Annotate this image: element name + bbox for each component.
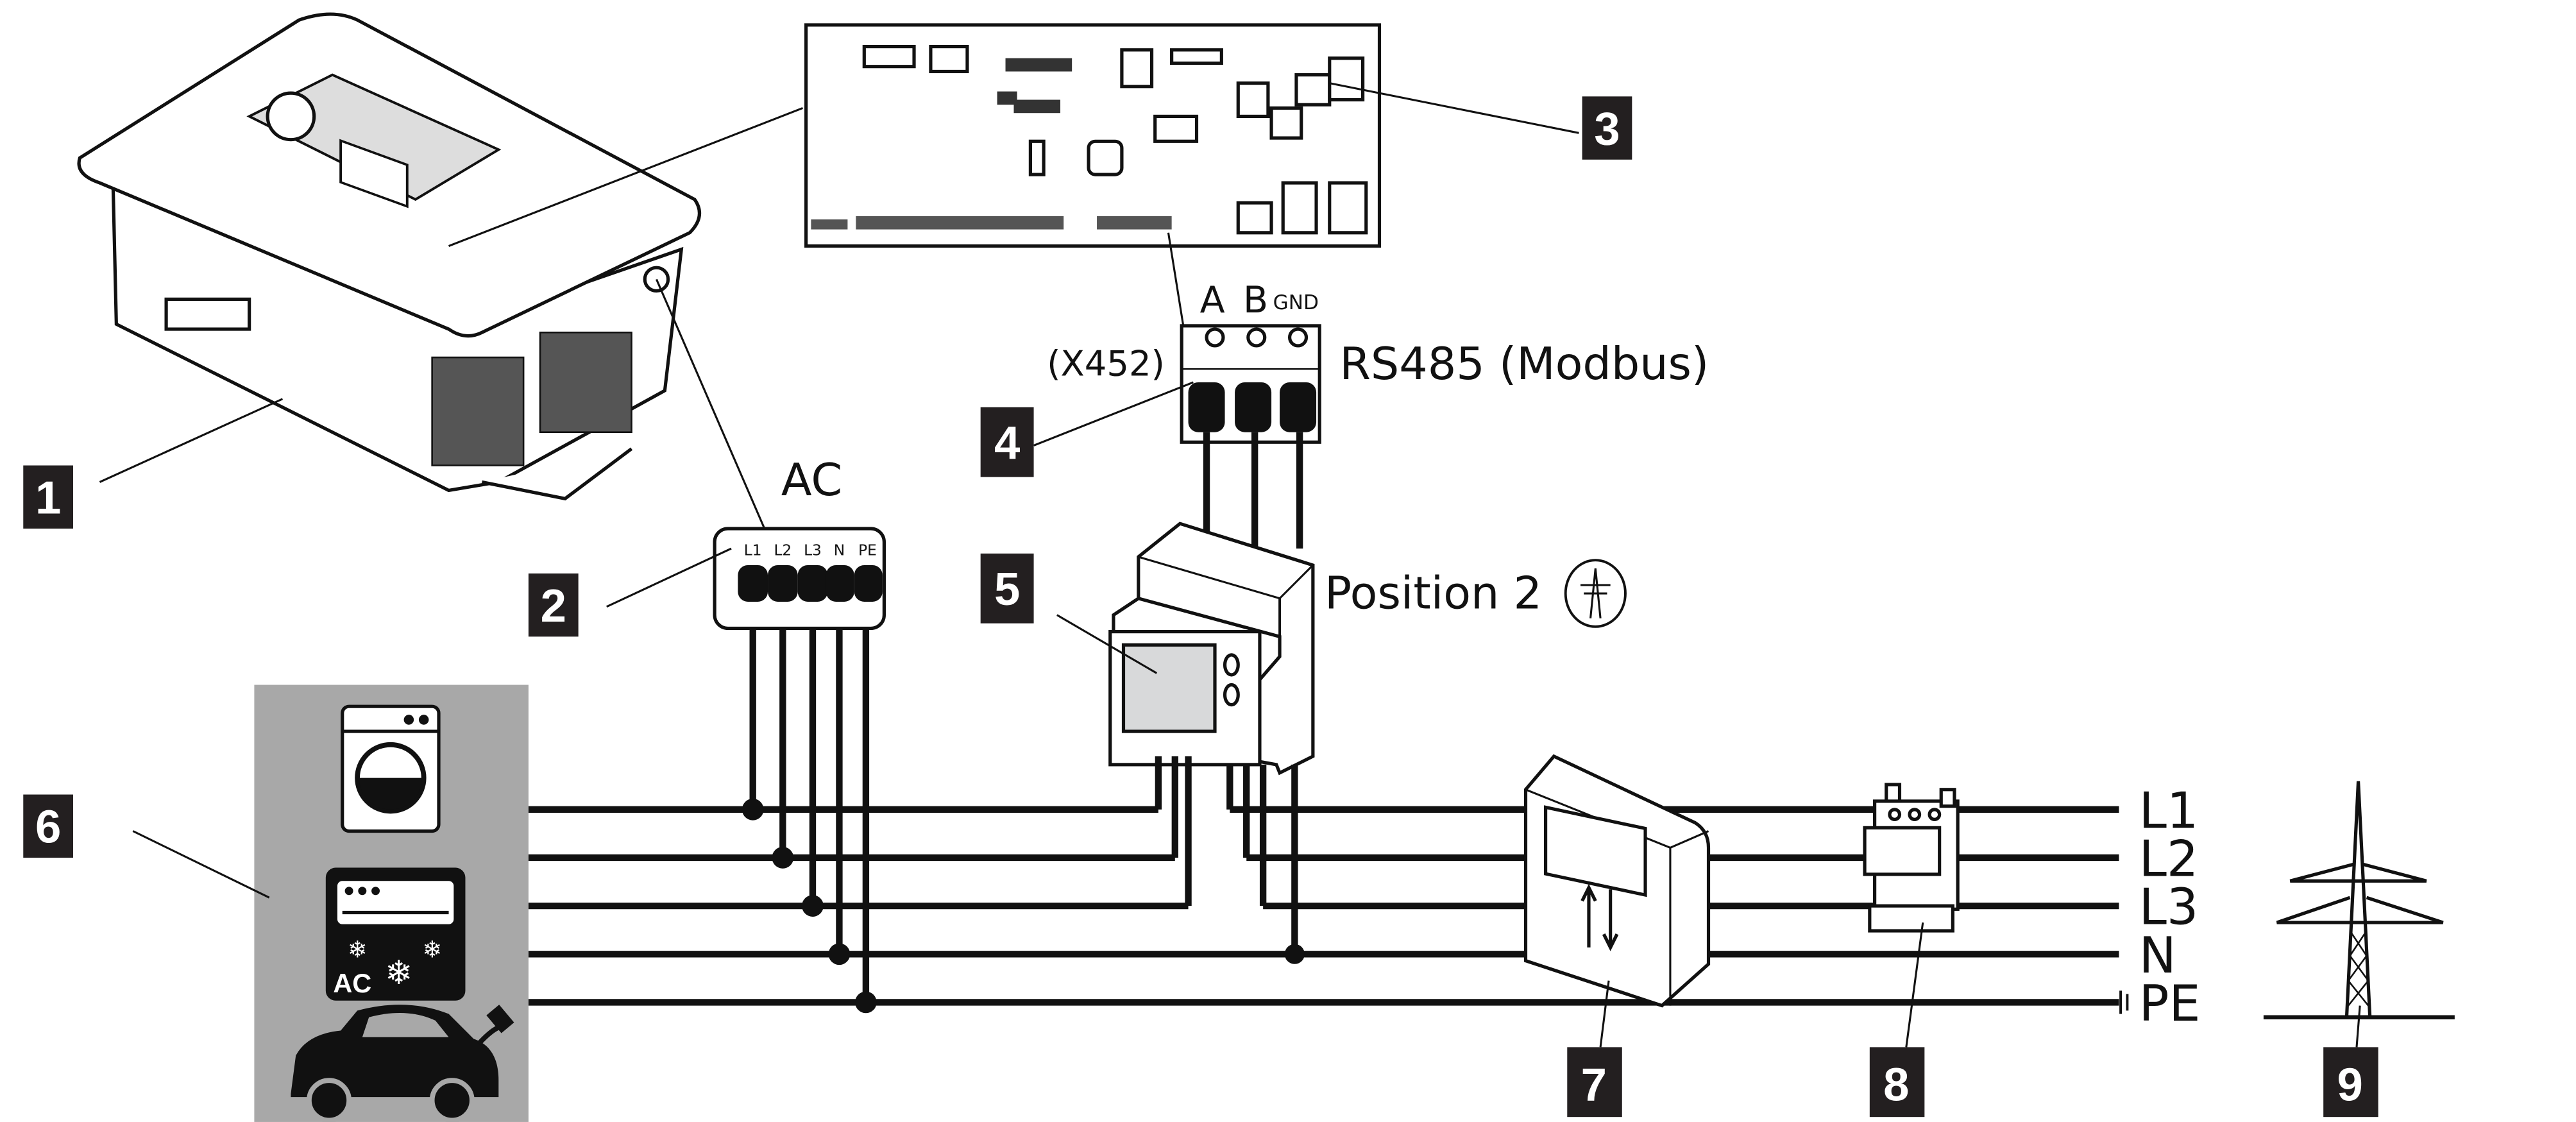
leader-line bbox=[2355, 1005, 2361, 1048]
circuit-breaker bbox=[1863, 783, 1960, 933]
grid-tower-circle-icon bbox=[1564, 559, 1627, 628]
bidirectional-meter bbox=[1523, 754, 1711, 1008]
snowflake-icon: ❄ bbox=[348, 935, 367, 963]
leader-line bbox=[99, 398, 284, 483]
leader-line bbox=[1599, 980, 1610, 1048]
pin-gnd-label: GND bbox=[1273, 291, 1319, 314]
snowflake-icon: ❄ bbox=[385, 954, 412, 992]
callout-number: 2 bbox=[541, 580, 566, 632]
callout-2: 2 bbox=[528, 573, 579, 637]
rs485-connector bbox=[1180, 324, 1321, 444]
energy-meter bbox=[1108, 522, 1315, 776]
leader-line bbox=[606, 547, 732, 608]
callout-number: 4 bbox=[994, 417, 1020, 469]
snowflake-icon: ❄ bbox=[422, 935, 441, 963]
callout-number: 8 bbox=[1883, 1058, 1909, 1110]
consumers-panel: ❄ ❄ ❄ AC bbox=[254, 684, 529, 1122]
line-label-pe: PE bbox=[2139, 975, 2201, 1033]
line-label-l1: L1 bbox=[2139, 782, 2199, 840]
callout-5: 5 bbox=[980, 553, 1034, 624]
ac-terminal-block: L1 L2 L3 N PE bbox=[713, 527, 886, 631]
line-label-n: N bbox=[2139, 927, 2176, 985]
callout-number: 3 bbox=[1594, 103, 1620, 155]
ac-unit-label: AC bbox=[333, 968, 371, 998]
callout-8: 8 bbox=[1869, 1047, 1925, 1118]
rs485-wires bbox=[1203, 432, 1303, 549]
washing-machine-icon bbox=[341, 704, 441, 833]
pin-a-label: A bbox=[1200, 279, 1225, 321]
terminal-l3: L3 bbox=[804, 541, 822, 559]
inverter bbox=[77, 12, 702, 501]
callout-number: 5 bbox=[994, 563, 1020, 615]
line-label-l3: L3 bbox=[2139, 879, 2199, 937]
callout-1: 1 bbox=[23, 465, 74, 529]
callout-6: 6 bbox=[23, 794, 74, 858]
air-conditioner-icon: ❄ ❄ ❄ AC bbox=[325, 867, 466, 1001]
leader-line bbox=[1033, 381, 1194, 446]
terminal-n: N bbox=[834, 541, 845, 559]
terminal-l2: L2 bbox=[774, 541, 792, 559]
protocol-label: RS485 (Modbus) bbox=[1339, 338, 1709, 390]
electric-car-icon bbox=[291, 1005, 514, 1122]
ac-cable-leader bbox=[656, 278, 766, 529]
grid-lines bbox=[528, 581, 2129, 1014]
callout-number: 7 bbox=[1581, 1058, 1607, 1110]
pin-b-label: B bbox=[1243, 279, 1268, 321]
transmission-tower-icon bbox=[2263, 781, 2455, 1019]
leader-line bbox=[448, 107, 804, 247]
terminal-pe: PE bbox=[858, 541, 877, 559]
callout-number: 9 bbox=[2337, 1058, 2362, 1110]
connector-id-label: (X452) bbox=[1047, 343, 1165, 384]
callout-number: 1 bbox=[35, 472, 61, 524]
callout-9: 9 bbox=[2323, 1047, 2378, 1118]
leader-line bbox=[1167, 232, 1185, 327]
callout-4: 4 bbox=[980, 407, 1034, 477]
callout-number: 6 bbox=[35, 801, 61, 853]
callout-7: 7 bbox=[1567, 1047, 1622, 1118]
ac-terminal-title: AC bbox=[781, 454, 842, 506]
meter-position-label: Position 2 bbox=[1325, 567, 1542, 619]
terminal-l1: L1 bbox=[744, 541, 762, 559]
leader-line bbox=[1905, 922, 1924, 1048]
leader-line bbox=[1056, 614, 1158, 674]
leader-line bbox=[1329, 82, 1579, 134]
line-label-l2: L2 bbox=[2139, 830, 2199, 888]
callout-3: 3 bbox=[1582, 96, 1632, 160]
leader-line bbox=[132, 830, 270, 899]
control-board bbox=[804, 23, 1382, 248]
